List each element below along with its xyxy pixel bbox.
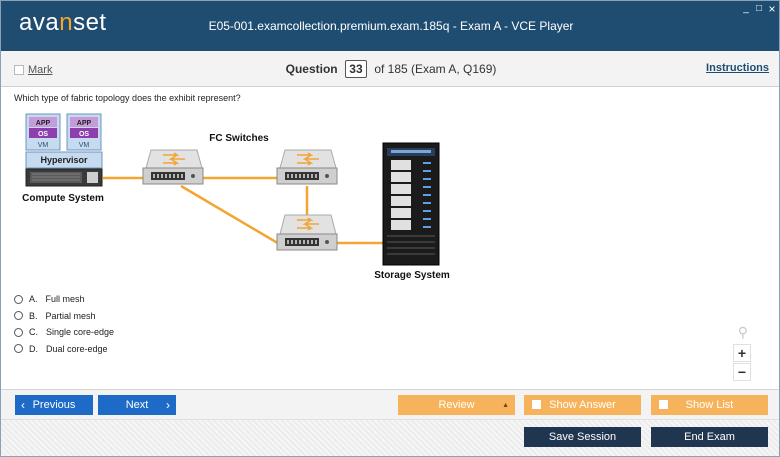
checkbox-icon[interactable] [14,65,24,75]
radio-icon[interactable] [14,311,23,321]
chevron-left-icon: ‹ [21,398,25,412]
next-label: Next [125,399,149,411]
answer-options: A. Full mesh B. Partial mesh C. Single c… [14,291,114,357]
option-text: Single core-edge [46,327,115,338]
triangle-up-icon: ▲ [502,401,509,409]
save-session-button[interactable]: Save Session [524,427,641,447]
option-text: Partial mesh [45,310,96,321]
question-header: Mark Question 33 of 185 (Exam A, Q169) I… [1,51,779,87]
minimize-icon[interactable]: _ [743,3,749,14]
fc-switches-label: FC Switches [209,133,269,144]
next-button[interactable]: Next › [98,395,176,415]
fc-switch-3 [276,214,338,251]
option-a[interactable]: A. Full mesh [14,291,114,308]
option-text: Full mesh [45,294,85,305]
title-bar: avanset E05-001.examcollection.premium.e… [1,1,779,51]
fc-switch-1 [142,149,204,185]
question-text: Which type of fabric topology does the e… [14,93,241,103]
compute-system-label: Compute System [22,193,104,204]
review-label: Review [438,399,475,411]
storage-system: Storage System [374,142,450,281]
show-list-label: Show List [685,399,734,411]
window-title: E05-001.examcollection.premium.exam.185q… [208,19,574,33]
option-c[interactable]: C. Single core-edge [14,324,114,341]
question-number-input[interactable]: 33 [344,60,367,78]
hypervisor-label: Hypervisor [40,155,88,165]
question-label: Question [285,62,338,76]
zoom-out-button[interactable]: − [733,363,751,381]
review-button[interactable]: Review ▲ [398,395,515,415]
link-switch1-switch3 [180,184,282,247]
end-exam-button[interactable]: End Exam [651,427,768,447]
question-content: Which type of fabric topology does the e… [1,88,779,386]
app-label: APP [36,120,51,127]
compute-system: APP APP OS OS VM VM Hypervisor Compute S… [22,113,104,204]
vm-label: VM [79,142,90,149]
footer-bar: Save Session End Exam [1,419,779,456]
maximize-icon[interactable]: □ [755,3,763,14]
os-label: OS [38,131,48,138]
close-icon[interactable]: × [768,2,776,16]
question-counter: Question 33 of 185 (Exam A, Q169) [1,60,779,78]
option-letter: A. [29,294,38,305]
option-b[interactable]: B. Partial mesh [14,308,114,325]
show-list-button[interactable]: Show List [651,395,768,415]
question-total: of 185 (Exam A, Q169) [374,62,497,76]
instructions-link[interactable]: Instructions [706,62,769,74]
checkbox-icon[interactable] [659,400,668,409]
exhibit-image: APP APP OS OS VM VM Hypervisor Compute S… [11,108,481,293]
navigation-bar: ‹ Previous Next › Review ▲ Show Answer S… [1,389,779,419]
previous-label: Previous [32,399,76,411]
mark-label: Mark [28,64,53,76]
option-letter: B. [29,310,38,321]
chevron-right-icon: › [166,398,170,412]
show-answer-label: Show Answer [549,399,616,411]
radio-icon[interactable] [14,344,23,354]
app-label: APP [77,120,92,127]
storage-system-label: Storage System [374,270,450,281]
checkbox-icon[interactable] [532,400,541,409]
fc-switch-2 [276,149,338,185]
vm-label: VM [38,142,49,149]
mark-checkbox[interactable]: Mark [14,64,52,76]
radio-icon[interactable] [14,327,23,337]
option-text: Dual core-edge [46,343,108,354]
app-logo: avanset [19,9,107,36]
option-letter: D. [29,343,38,354]
previous-button[interactable]: ‹ Previous [15,395,93,415]
radio-icon[interactable] [14,294,23,304]
topology-diagram: APP APP OS OS VM VM Hypervisor Compute S… [22,113,450,281]
magnifier-icon: ⚲ [737,324,748,340]
os-label: OS [79,131,89,138]
option-letter: C. [29,327,38,338]
zoom-in-button[interactable]: + [733,344,751,362]
option-d[interactable]: D. Dual core-edge [14,341,114,358]
show-answer-button[interactable]: Show Answer [524,395,641,415]
